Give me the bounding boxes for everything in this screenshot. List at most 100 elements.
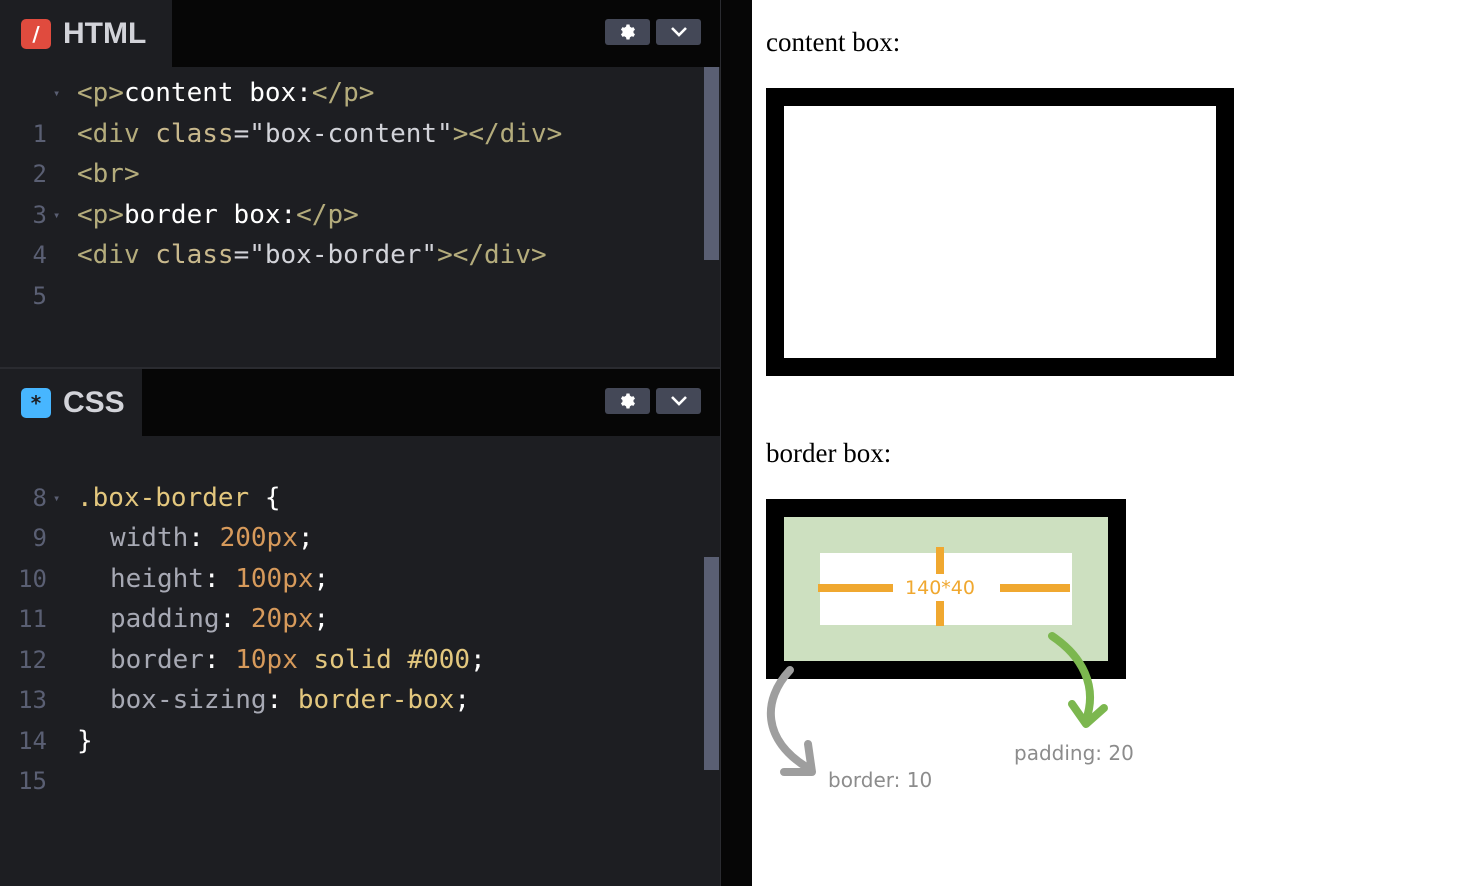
gear-icon (620, 393, 635, 409)
code-token: .box-border (77, 482, 250, 513)
line-number: 2 (32, 160, 47, 188)
css-code-area[interactable]: 8 9 ▾ .box-border { 10 width: 200px; 11 … (0, 437, 700, 796)
css-settings-button[interactable] (605, 388, 650, 414)
fold-arrow-icon[interactable]: ▾ (53, 207, 61, 222)
code-token: width (110, 523, 189, 553)
panel-divider[interactable] (0, 367, 720, 369)
code-token: content box: (123, 78, 312, 108)
preview-pane: content box: border box: 140*40 border: … (752, 0, 1458, 886)
code-token: class (155, 118, 234, 149)
code-token: ; (313, 563, 330, 594)
code-token: 10px (235, 644, 298, 675)
curved-arrow-icon (1048, 632, 1108, 728)
code-token: height (110, 563, 204, 594)
html-settings-button[interactable] (605, 19, 650, 45)
code-line: 5 <div class="box-border"></div> (0, 235, 700, 310)
code-token: <div (77, 118, 156, 149)
line-number: 11 (18, 605, 47, 633)
code-token: ; (313, 604, 330, 634)
code-token: : (266, 685, 298, 715)
css-tab[interactable]: * CSS (0, 369, 142, 436)
code-line: 13 border: 10px solid #000; (0, 640, 700, 715)
inner-dimensions-label: 140*40 (905, 577, 975, 599)
css-panel-header: * CSS (0, 369, 720, 436)
html-tab[interactable]: / HTML (0, 0, 172, 67)
css-scrollbar[interactable] (704, 557, 719, 770)
code-token: ></div> (452, 118, 563, 149)
html-code-area[interactable]: 1 ▾ <p>content box:</p> 2 <div class="bo… (0, 73, 700, 310)
height-marker-top (936, 547, 944, 574)
line-number: 4 (32, 241, 47, 269)
code-token: "box-content" (249, 118, 453, 149)
html-tab-label: HTML (63, 16, 147, 50)
code-token: <p> (77, 199, 124, 230)
code-token: ; (454, 685, 471, 715)
code-line: 8 (0, 437, 700, 512)
content-box (766, 88, 1234, 376)
code-token: <div (77, 240, 156, 270)
padding-area: 140*40 (784, 517, 1108, 661)
content-area: 140*40 (818, 547, 1072, 626)
code-token: ; (297, 523, 314, 553)
code-line: 2 <div class="box-content"></div> (0, 114, 700, 189)
code-token: { (249, 482, 281, 513)
code-token: </p> (296, 199, 359, 230)
code-token: : (188, 523, 220, 553)
code-line: 14 box-sizing: border-box; (0, 680, 700, 755)
padding-annotation: padding: 20 (1014, 741, 1134, 765)
content-box-inner (784, 106, 1216, 358)
code-line: 15 } (0, 721, 700, 796)
line-number: 5 (32, 281, 47, 310)
html-tab-icon: / (21, 18, 51, 49)
code-token: 100px (235, 563, 314, 594)
code-line: 11 height: 100px; (0, 559, 700, 634)
code-token: } (77, 725, 93, 756)
resize-handle[interactable] (720, 0, 752, 886)
fold-arrow-icon[interactable]: ▾ (53, 490, 61, 505)
fold-arrow-icon[interactable]: ▾ (53, 86, 61, 100)
code-line: 3 <br> (0, 154, 700, 229)
html-scrollbar[interactable] (704, 67, 719, 260)
code-token: 200px (219, 523, 298, 553)
curved-arrow-icon (766, 666, 816, 776)
code-line: 1 ▾ <p>content box:</p> (0, 73, 700, 148)
code-token: ></div> (437, 240, 547, 270)
css-collapse-button[interactable] (656, 388, 701, 414)
border-box: 140*40 (766, 499, 1126, 679)
gear-icon (620, 24, 635, 40)
code-token: ; (470, 644, 486, 675)
width-marker-left (818, 584, 893, 592)
line-number: 13 (18, 686, 47, 714)
code-line: 9 ▾ .box-border { (0, 478, 700, 553)
css-tab-label: CSS (63, 385, 125, 419)
line-number: 15 (18, 767, 47, 795)
code-line: 10 width: 200px; (0, 518, 700, 593)
code-token: border box: (123, 199, 297, 230)
code-token: = (233, 118, 250, 149)
code-token: : (203, 644, 236, 675)
code-token: : (203, 563, 236, 594)
content-box-label: content box: (766, 27, 901, 57)
css-tab-icon: * (21, 387, 51, 418)
code-line: 4 ▾ <p>border box:</p> (0, 195, 700, 270)
code-token: 20px (250, 604, 314, 634)
code-token: padding (110, 604, 220, 634)
line-number: 9 (32, 524, 47, 552)
html-collapse-button[interactable] (656, 19, 701, 45)
border-annotation: border: 10 (828, 768, 933, 792)
code-token: border (110, 644, 204, 675)
line-number: 3 (32, 200, 47, 229)
line-number: 8 (32, 483, 47, 512)
code-token: solid #000 (297, 644, 471, 675)
line-number: 12 (18, 645, 47, 674)
line-number: 1 (32, 119, 47, 148)
width-marker-right (1000, 584, 1070, 592)
chevron-down-icon (670, 396, 687, 406)
code-token: <p> (77, 78, 124, 108)
code-token: border-box (297, 685, 455, 715)
code-token: : (219, 604, 251, 634)
line-number: 14 (18, 726, 47, 755)
line-number: 10 (18, 564, 47, 593)
code-token: "box-border" (249, 240, 438, 270)
code-line: 12 padding: 20px; (0, 599, 700, 674)
